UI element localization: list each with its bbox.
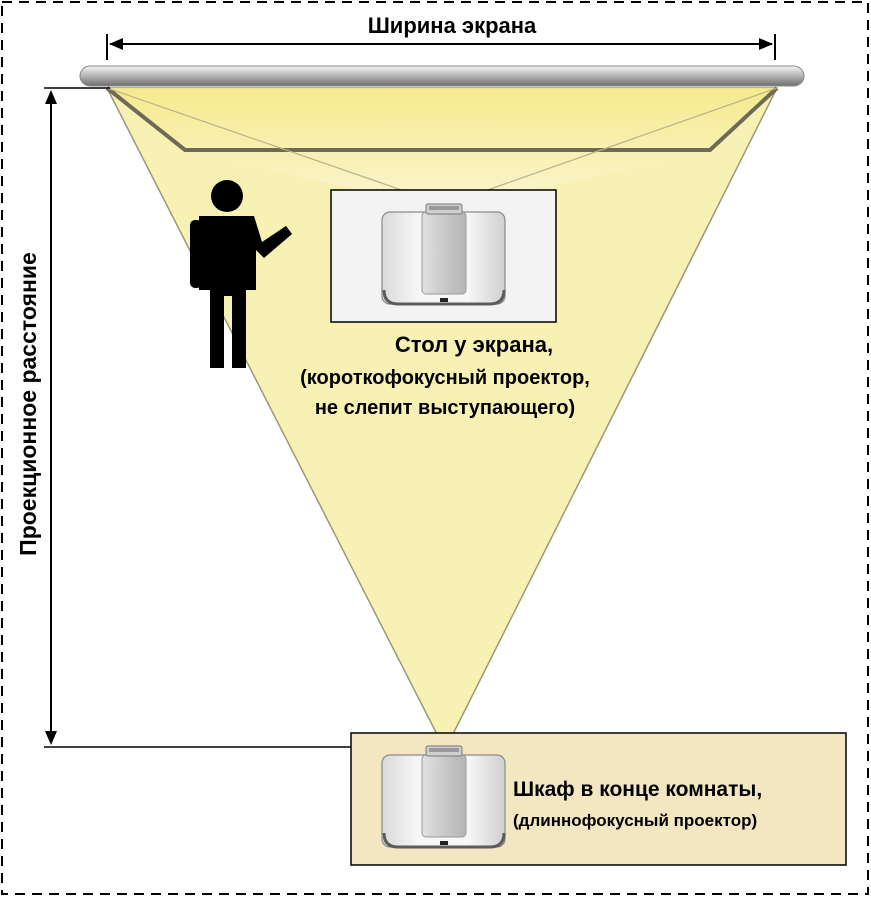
- distance-arrow-top: [45, 90, 57, 104]
- long-throw-title: Шкаф в конце комнаты,: [513, 778, 762, 801]
- short-throw-description-line-2: не слепит выступающего): [315, 397, 575, 419]
- short-throw-ray-right: [444, 87, 778, 206]
- projection-screen: [79, 65, 805, 87]
- presenter-figure: [190, 180, 292, 368]
- long-throw-projector: [381, 745, 506, 849]
- screen-width-arrow-left: [109, 38, 123, 50]
- short-throw-title: Стол у экрана,: [395, 332, 553, 357]
- short-throw-ray-left: [106, 87, 446, 206]
- screen-width-arrow-right: [759, 38, 773, 50]
- projection-distance-label: Проекционное расстояние: [15, 252, 41, 556]
- screen-width-label-bg: [340, 10, 562, 40]
- screen-width-label: Ширина экрана: [368, 13, 537, 38]
- short-throw-projector: [381, 203, 506, 306]
- long-throw-description: (длиннофокусный проектор): [513, 811, 757, 830]
- distance-arrow-bottom: [45, 731, 57, 745]
- short-throw-description-line-1: (короткофокусный проектор,: [300, 367, 590, 389]
- short-throw-beam-edge: [105, 86, 779, 152]
